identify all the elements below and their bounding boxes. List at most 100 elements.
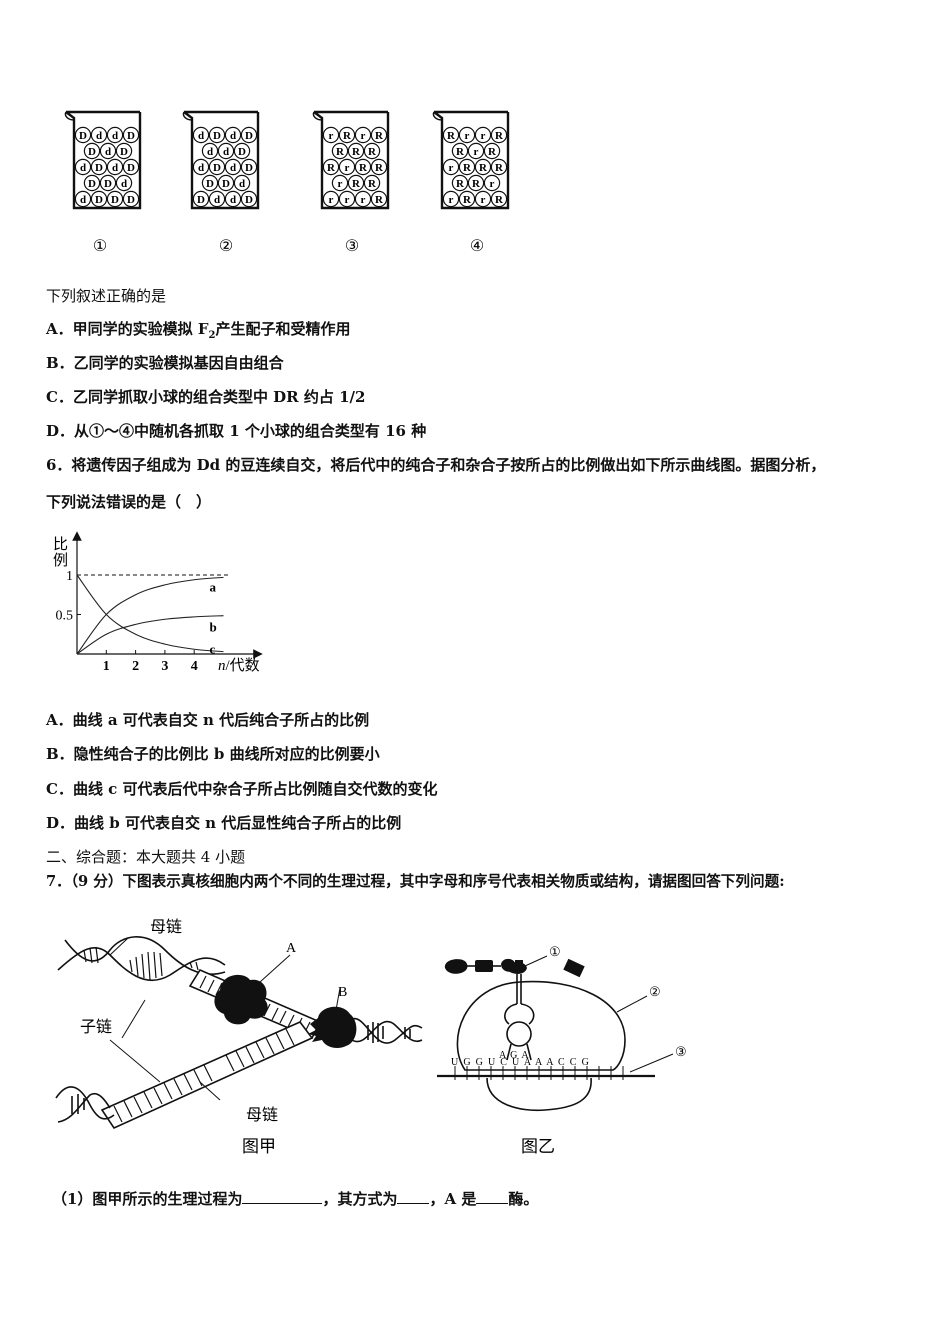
beaker-ball	[224, 190, 242, 208]
beaker-ball	[467, 174, 485, 192]
q7-sub1-part3: ，A 是	[429, 1190, 477, 1208]
beaker-ball	[192, 190, 210, 208]
beaker-ball-label: D	[104, 178, 112, 190]
x-tick-label: 2	[132, 659, 139, 674]
beaker-ball-label: r	[465, 130, 470, 142]
upper-parent-helix	[57, 936, 226, 982]
beaker-ball	[240, 158, 258, 176]
beaker-ball	[106, 158, 124, 176]
beaker-label-2: ②	[219, 238, 233, 255]
figure-jia-leader-lines	[109, 937, 341, 1101]
beaker-ball-label: D	[88, 146, 96, 158]
beaker-ball	[224, 126, 242, 144]
beaker-ball	[233, 142, 251, 160]
beaker-label-4: ④	[470, 238, 484, 255]
label-1: ①	[549, 944, 561, 959]
series-label-b: b	[210, 620, 217, 635]
x-axis-label-n: n	[218, 658, 226, 674]
right-parent-helix	[349, 1017, 423, 1044]
beaker-ball	[442, 158, 460, 176]
beaker-ball	[370, 190, 388, 208]
beaker-ball-label: D	[222, 178, 230, 190]
beaker-ball-label: D	[245, 194, 253, 206]
beaker-ball	[233, 174, 251, 192]
beaker-ball	[122, 190, 140, 208]
beaker-ball-label: d	[105, 146, 111, 158]
label-top-parent-strand: 母链	[150, 918, 182, 936]
beaker-ball-label: r	[449, 162, 454, 174]
beaker-outline	[65, 110, 142, 210]
beaker-ball-label: d	[239, 178, 245, 190]
q6-option-c: C．曲线 c 可代表后代中杂合子所占比例随自交代数的变化	[46, 780, 438, 798]
beaker-ball	[483, 142, 501, 160]
q5-option-a-sub: 2	[208, 330, 216, 341]
beaker-ball-label: r	[361, 194, 366, 206]
beaker-ball	[338, 190, 356, 208]
q7-sub1-part2: ，其方式为	[322, 1190, 398, 1208]
answer-blank-enzyme[interactable]	[476, 1189, 509, 1204]
beaker-ball-label: D	[88, 178, 96, 190]
leader-line-2	[616, 995, 648, 1013]
beaker-ball	[192, 158, 210, 176]
beaker-ball	[458, 126, 476, 144]
q7-sub1: （1）图甲所示的生理过程为，其方式为，A 是酶。	[52, 1189, 538, 1209]
beaker-ball	[442, 190, 460, 208]
beaker-ball	[201, 174, 219, 192]
beaker-ball-label: D	[245, 162, 253, 174]
q5-stem: 下列叙述正确的是	[46, 287, 167, 305]
beaker-ball-label: D	[127, 162, 135, 174]
peptide-chain	[444, 958, 585, 978]
beaker-ball	[354, 158, 372, 176]
beaker-ball-label: R	[495, 194, 504, 206]
beaker-ball-label: R	[456, 146, 465, 158]
beaker-ball-label: R	[368, 178, 377, 190]
beaker-ball	[474, 126, 492, 144]
figure-jia-dna-replication: 母链 A B 子链 母链 图甲	[55, 918, 423, 1156]
upper-parent-rungs	[83, 946, 199, 981]
beaker-outline	[183, 110, 260, 210]
beaker-ball	[442, 126, 460, 144]
beaker-ball-label: r	[338, 178, 343, 190]
beaker-ball-label: D	[127, 194, 135, 206]
q7-stem: 7．（9 分）下图表示真核细胞内两个不同的生理过程，其中字母和序号代表相关物质或…	[46, 873, 785, 890]
figure-yi-translation: ① ② A G A U G G U C U A A A C C G ③ 图乙	[437, 944, 687, 1156]
beaker-spout	[432, 111, 443, 121]
beaker-ball	[106, 126, 124, 144]
beaker-ball-label: r	[329, 194, 334, 206]
series-line-b	[76, 615, 224, 655]
beaker-spout	[182, 111, 193, 121]
q6-stem-line2: 下列说法错误的是（ ）	[46, 493, 212, 511]
beaker-ball-label: R	[488, 146, 497, 158]
beaker-ball-label: R	[352, 178, 361, 190]
beaker-ball-label: R	[336, 146, 345, 158]
answer-blank-method[interactable]	[397, 1189, 430, 1204]
beaker-ball-label: R	[375, 162, 384, 174]
beaker-ball-label: d	[112, 130, 118, 142]
ribosome-large-subunit	[456, 980, 626, 1071]
beaker-ball	[354, 126, 372, 144]
x-axis-label-unit: /代数	[226, 657, 260, 674]
beaker-ball-label: D	[213, 130, 221, 142]
beaker-ball	[474, 158, 492, 176]
q6-stem-line1: 6．将遗传因子组成为 Dd 的豆连续自交，将后代中的纯合子和杂合子按所占的比例做…	[46, 456, 826, 474]
beaker-ball	[208, 190, 226, 208]
beaker-ball	[490, 126, 508, 144]
beaker-ball-label: R	[327, 162, 336, 174]
beaker-label-1: ①	[93, 238, 107, 255]
beaker-ball	[122, 126, 140, 144]
beaker-ball	[451, 142, 469, 160]
beaker-ball-label: d	[230, 130, 236, 142]
beaker-ball	[467, 142, 485, 160]
beaker-ball	[451, 174, 469, 192]
answer-blank-process[interactable]	[242, 1189, 323, 1204]
q6-option-a: A．曲线 a 可代表自交 n 代后纯合子所占的比例	[46, 711, 370, 729]
beaker-ball-label: D	[213, 162, 221, 174]
q5-option-a: A．甲同学的实验模拟 F2产生配子和受精作用	[46, 319, 351, 346]
leader-line-1	[524, 955, 548, 967]
beaker-ball-label: R	[359, 162, 368, 174]
q5-option-a-text: 甲同学的实验模拟 F	[72, 320, 209, 338]
y-axis-label-1: 比	[53, 536, 68, 553]
